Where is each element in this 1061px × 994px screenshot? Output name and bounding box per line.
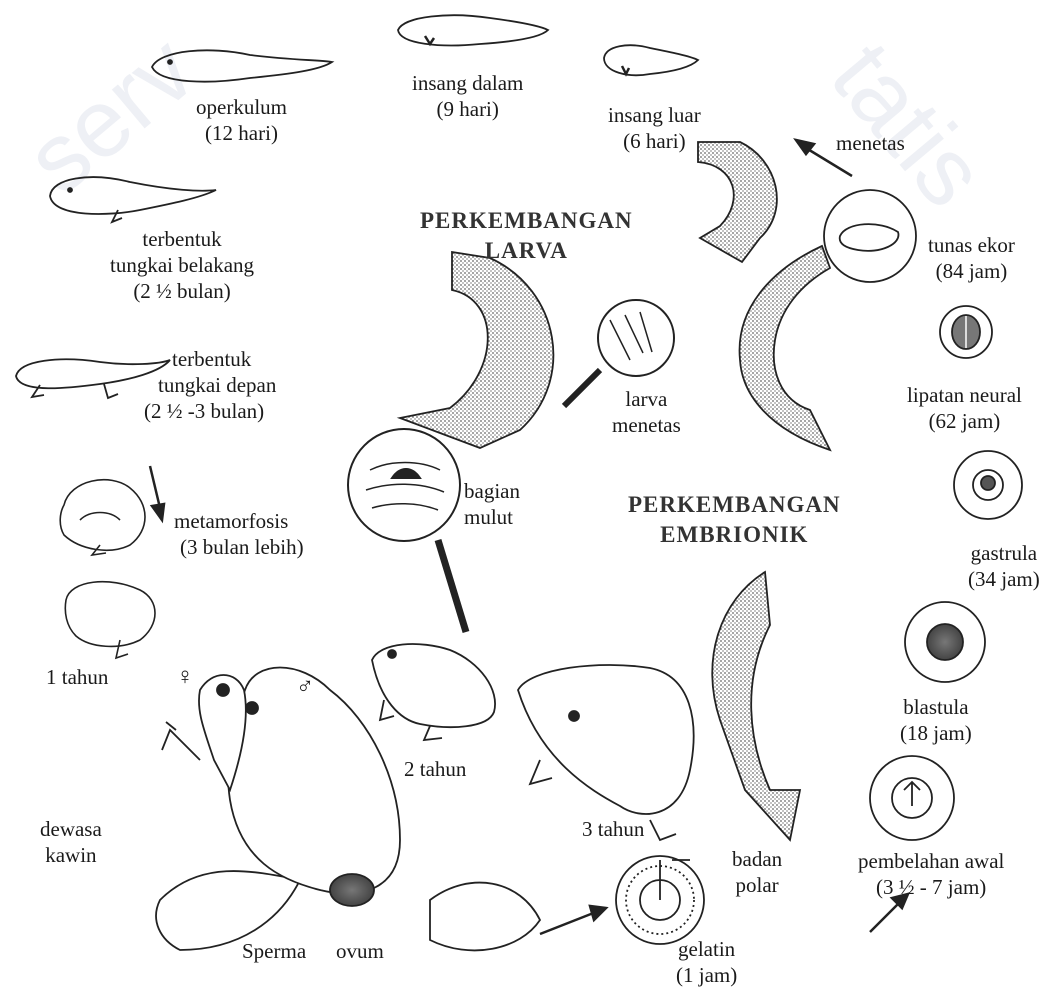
tadpole-insang-luar-icon xyxy=(604,45,698,75)
label-tungkai-belakang-time: (2 ½ bulan) xyxy=(110,278,254,304)
label-insang-dalam: insang dalam (9 hari) xyxy=(412,70,523,122)
egg-gelatin-icon xyxy=(616,856,704,944)
label-badan-polar-l2: polar xyxy=(732,872,782,898)
froglet-metamorfosis-icon xyxy=(60,480,145,555)
arrow-metamorfosis-icon xyxy=(150,466,164,520)
label-ovum: ovum xyxy=(336,938,384,964)
label-lipatan-neural: lipatan neural (62 jam) xyxy=(907,382,1022,434)
tadpole-tungkai-depan-icon xyxy=(16,359,170,398)
tadpole-operkulum-icon xyxy=(152,50,332,81)
embryo-tunas-ekor-icon xyxy=(824,190,916,282)
heading-larva-line-1: PERKEMBANGAN xyxy=(420,206,633,236)
label-tunas-ekor: tunas ekor (84 jam) xyxy=(928,232,1015,284)
label-lipatan-neural-time: (62 jam) xyxy=(907,408,1022,434)
label-tungkai-depan: terbentuk tungkai depan (2 ½ -3 bulan) xyxy=(172,346,276,424)
embryo-blastula-icon xyxy=(905,602,985,682)
label-badan-polar: badan polar xyxy=(732,846,782,898)
label-blastula-time: (18 jam) xyxy=(900,720,972,746)
label-bagian-mulut-l2: mulut xyxy=(464,504,520,530)
label-dewasa-kawin-l1: dewasa xyxy=(40,816,102,842)
label-metamorfosis-name: metamorfosis xyxy=(174,508,304,534)
heading-larva-line-2: LARVA xyxy=(420,236,633,266)
label-gelatin: gelatin (1 jam) xyxy=(676,936,737,988)
label-gelatin-name: gelatin xyxy=(676,936,737,962)
heading-embrionik-line-1: PERKEMBANGAN xyxy=(628,490,841,520)
label-tungkai-depan-l2: tungkai depan xyxy=(158,372,276,398)
label-metamorfosis-time: (3 bulan lebih) xyxy=(180,534,304,560)
label-tunas-ekor-time: (84 jam) xyxy=(928,258,1015,284)
embryo-pembelahan-icon xyxy=(870,756,954,840)
arrow-embrio-lower-icon xyxy=(712,572,800,840)
label-insang-dalam-time: (9 hari) xyxy=(412,96,523,122)
label-tungkai-belakang: terbentuk tungkai belakang (2 ½ bulan) xyxy=(110,226,254,304)
label-menetas: menetas xyxy=(836,130,905,156)
label-lipatan-neural-name: lipatan neural xyxy=(907,382,1022,408)
froglet-1-tahun-icon xyxy=(65,582,155,658)
label-2-tahun: 2 tahun xyxy=(404,756,466,782)
label-larva-menetas: larva menetas xyxy=(612,386,681,438)
label-1-tahun: 1 tahun xyxy=(46,664,108,690)
label-pembelahan-awal-name: pembelahan awal xyxy=(858,848,1004,874)
label-dewasa-kawin: dewasa kawin xyxy=(40,816,102,868)
label-3-tahun: 3 tahun xyxy=(582,816,644,842)
label-pembelahan-awal-time: (3 ½ - 7 jam) xyxy=(858,874,1004,900)
label-metamorfosis: metamorfosis (3 bulan lebih) xyxy=(174,508,304,560)
label-badan-polar-l1: badan xyxy=(732,846,782,872)
male-symbol-icon: ♂ xyxy=(296,674,314,700)
label-tunas-ekor-name: tunas ekor xyxy=(928,232,1015,258)
label-gelatin-time: (1 jam) xyxy=(676,962,737,988)
label-operkulum-time: (12 hari) xyxy=(196,120,287,146)
label-gastrula: gastrula (34 jam) xyxy=(968,540,1040,592)
embryo-gastrula-icon xyxy=(954,451,1022,519)
label-larva-menetas-l1: larva xyxy=(612,386,681,412)
label-insang-luar-time: (6 hari) xyxy=(608,128,701,154)
tadpole-tungkai-belakang-icon xyxy=(50,177,216,222)
label-blastula-name: blastula xyxy=(900,694,972,720)
label-tungkai-belakang-l2: tungkai belakang xyxy=(110,252,254,278)
label-sperma: Sperma xyxy=(242,938,306,964)
label-insang-luar: insang luar (6 hari) xyxy=(608,102,701,154)
label-gastrula-time: (34 jam) xyxy=(968,566,1040,592)
frog-3-tahun-icon xyxy=(518,665,694,840)
arrow-gelatin-icon xyxy=(540,906,606,934)
label-bagian-mulut: bagian mulut xyxy=(464,478,520,530)
heading-embrionik-line-2: EMBRIONIK xyxy=(628,520,841,550)
heading-perkembangan-embrionik: PERKEMBANGAN EMBRIONIK xyxy=(628,490,841,550)
label-larva-menetas-l2: menetas xyxy=(612,412,681,438)
magnifier-mulut-icon xyxy=(348,429,466,632)
heading-perkembangan-larva: PERKEMBANGAN LARVA xyxy=(420,206,633,266)
frog-2-tahun-icon xyxy=(372,644,495,740)
embryo-lipatan-neural-icon xyxy=(940,306,992,358)
label-tungkai-belakang-l1: terbentuk xyxy=(110,226,254,252)
label-gastrula-name: gastrula xyxy=(968,540,1040,566)
arrow-embrio-upper-icon xyxy=(740,246,830,450)
label-operkulum-name: operkulum xyxy=(196,94,287,120)
female-symbol-icon: ♀ xyxy=(176,664,194,690)
label-dewasa-kawin-l2: kawin xyxy=(40,842,102,868)
label-bagian-mulut-l1: bagian xyxy=(464,478,520,504)
label-pembelahan-awal: pembelahan awal (3 ½ - 7 jam) xyxy=(858,848,1004,900)
arrow-larva-upper-icon xyxy=(698,142,777,262)
arrow-larva-main-icon xyxy=(400,252,553,448)
label-insang-luar-name: insang luar xyxy=(608,102,701,128)
label-insang-dalam-name: insang dalam xyxy=(412,70,523,96)
label-tungkai-depan-l1: terbentuk xyxy=(172,346,276,372)
label-operkulum: operkulum (12 hari) xyxy=(196,94,287,146)
label-blastula: blastula (18 jam) xyxy=(900,694,972,746)
label-tungkai-depan-time: (2 ½ -3 bulan) xyxy=(144,398,276,424)
tadpole-insang-dalam-icon xyxy=(398,15,548,45)
